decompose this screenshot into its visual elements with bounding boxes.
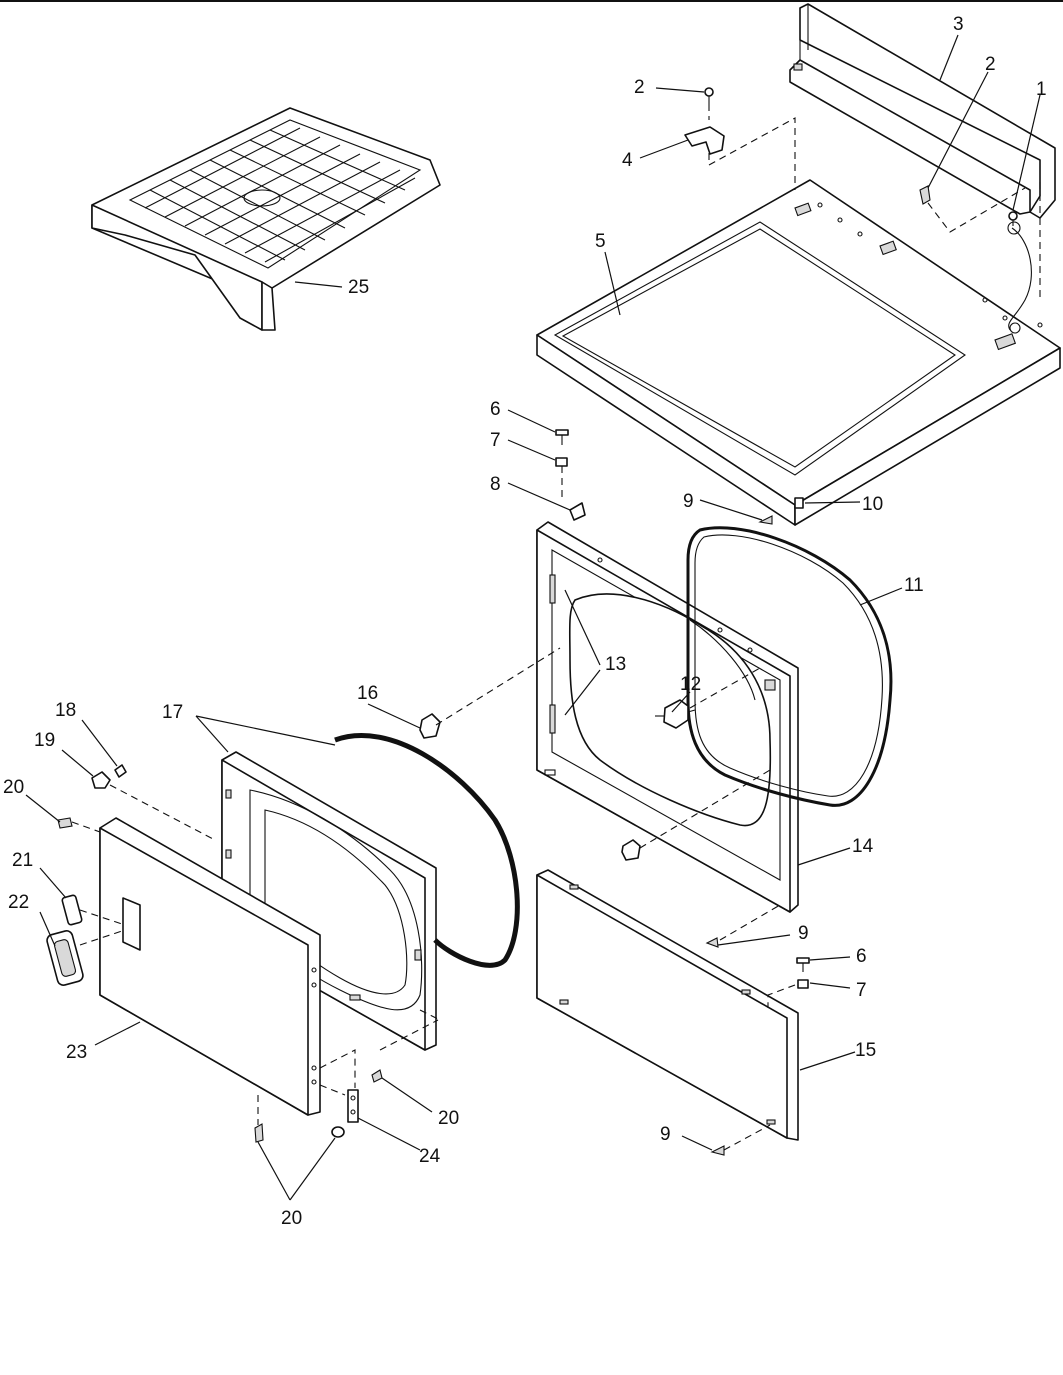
wire-harness bbox=[1008, 227, 1032, 331]
spacer-7-top bbox=[555, 457, 568, 467]
toe-panel bbox=[536, 869, 799, 1141]
callout-13: 13 bbox=[605, 654, 626, 675]
door-switch bbox=[655, 699, 696, 729]
callout-14: 14 bbox=[852, 836, 874, 857]
screw-1 bbox=[1008, 211, 1018, 226]
door-catch bbox=[621, 839, 641, 861]
rear-panel-bracket bbox=[789, 3, 1056, 219]
callout-4: 4 bbox=[622, 150, 633, 171]
callout-25: 25 bbox=[348, 277, 369, 298]
screw-20-left bbox=[57, 817, 73, 829]
latch-18 bbox=[114, 764, 127, 778]
callout-24: 24 bbox=[419, 1146, 441, 1167]
callouts: 1 2 2 3 4 5 6 6 7 7 8 9 9 9 10 11 12 13 … bbox=[3, 14, 1047, 1229]
callout-9: 9 bbox=[798, 923, 809, 944]
callout-21: 21 bbox=[12, 850, 33, 871]
outer-door bbox=[99, 817, 321, 1116]
callout-10: 10 bbox=[862, 494, 883, 515]
wire-grommet bbox=[1007, 221, 1021, 235]
bracket-4 bbox=[684, 126, 725, 155]
screw-6-top bbox=[555, 429, 569, 445]
callout-16: 16 bbox=[357, 683, 378, 704]
latch-plate-19 bbox=[91, 771, 111, 789]
screw-6-bottom bbox=[796, 957, 810, 972]
screw-2-top bbox=[704, 87, 714, 104]
handle-insert-21 bbox=[61, 894, 83, 926]
hinge-24 bbox=[347, 1089, 359, 1123]
callout-20: 20 bbox=[281, 1208, 302, 1229]
handle-22 bbox=[46, 930, 84, 986]
screw-9-top bbox=[758, 515, 773, 525]
callout-3: 3 bbox=[953, 14, 964, 35]
callout-18: 18 bbox=[55, 700, 76, 721]
rack-grid bbox=[144, 127, 416, 263]
callout-12: 12 bbox=[680, 674, 701, 695]
callout-7: 7 bbox=[856, 980, 867, 1001]
callout-9: 9 bbox=[683, 491, 694, 512]
drying-rack bbox=[91, 107, 441, 331]
bushing-20 bbox=[331, 1126, 345, 1138]
callout-20: 20 bbox=[438, 1108, 459, 1129]
callout-8: 8 bbox=[490, 474, 501, 495]
callout-2: 2 bbox=[985, 54, 996, 75]
callout-9: 9 bbox=[660, 1124, 671, 1145]
screw-2-right bbox=[919, 185, 931, 205]
callout-7: 7 bbox=[490, 430, 501, 451]
leader-lines bbox=[25, 34, 1041, 1201]
callout-20: 20 bbox=[3, 777, 24, 798]
callout-23: 23 bbox=[66, 1042, 87, 1063]
screw-20-center bbox=[371, 1069, 383, 1083]
door-gasket bbox=[334, 733, 520, 968]
callout-6: 6 bbox=[490, 399, 501, 420]
callout-5: 5 bbox=[595, 231, 606, 252]
inner-door bbox=[221, 751, 437, 1051]
screw-9-bottom bbox=[710, 1145, 725, 1156]
clip-10 bbox=[794, 497, 804, 509]
callout-1: 1 bbox=[1036, 79, 1047, 100]
callout-17: 17 bbox=[162, 702, 183, 723]
top-panel bbox=[536, 179, 1061, 526]
callout-19: 19 bbox=[34, 730, 55, 751]
callout-2: 2 bbox=[634, 77, 645, 98]
spacer-7-bottom bbox=[797, 979, 809, 989]
callout-6: 6 bbox=[856, 946, 867, 967]
door-strike-16 bbox=[419, 713, 441, 739]
callout-15: 15 bbox=[855, 1040, 876, 1061]
callout-22: 22 bbox=[8, 892, 29, 913]
screw-20-bottom bbox=[254, 1123, 264, 1143]
clip-8 bbox=[569, 502, 586, 521]
callout-11: 11 bbox=[904, 575, 924, 596]
screw-9-middle bbox=[705, 937, 719, 948]
